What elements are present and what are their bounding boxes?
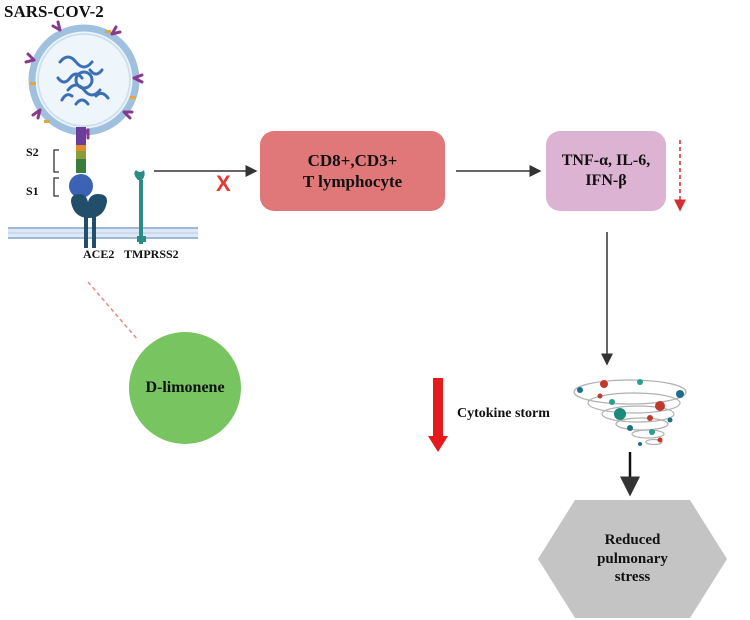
cytokines-box: TNF-α, IL-6, IFN-β — [546, 131, 666, 211]
outcome-text: Reduced pulmonary stress — [540, 500, 725, 618]
outcome-label: Reduced pulmonary stress — [597, 531, 668, 586]
tmprss2-label: TMPRSS2 — [124, 247, 179, 261]
t-lymphocyte-label: CD8+,CD3+ T lymphocyte — [302, 150, 403, 191]
tmprss2-protease-icon — [134, 170, 146, 244]
outcome-hexagon — [538, 500, 727, 618]
ace2-label: ACE2 — [83, 247, 115, 261]
cytokine-storm-tornado-icon — [573, 379, 687, 446]
cell-membrane-icon — [8, 227, 198, 239]
t-lymphocyte-box: CD8+,CD3+ T lymphocyte — [260, 131, 445, 211]
block-x-mark: X — [216, 171, 231, 196]
virus-particle-icon — [24, 20, 144, 140]
d-limonene-circle: D-limonene — [129, 332, 241, 444]
d-limonene-label: D-limonene — [145, 379, 225, 396]
cytokine-storm-label: Cytokine storm — [457, 406, 550, 421]
figure-title: SARS-COV-2 — [4, 2, 104, 21]
decrease-arrow-icon — [428, 378, 448, 452]
s1-label: S1 — [26, 184, 39, 198]
ace2-receptor-icon — [71, 194, 107, 248]
inhibition-line — [87, 281, 139, 341]
spike-protein-icon — [53, 127, 93, 198]
cytokines-label: TNF-α, IL-6, IFN-β — [561, 152, 651, 189]
s2-label: S2 — [26, 145, 39, 159]
